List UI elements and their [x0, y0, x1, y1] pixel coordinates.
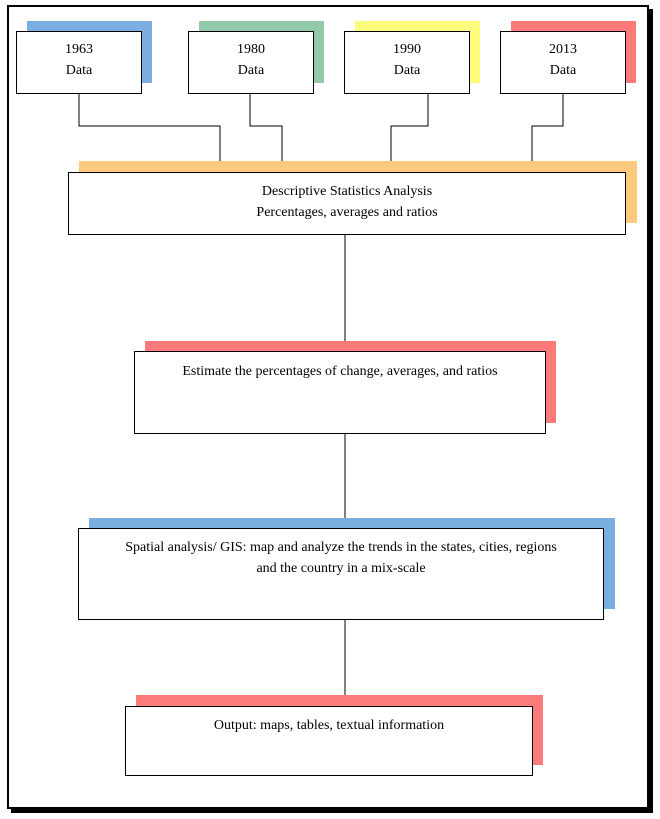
data-box-year: 1963 [65, 42, 93, 57]
connector-1990 [390, 93, 429, 172]
data-box-label: Data [237, 63, 265, 78]
data-box-label: Data [549, 63, 577, 78]
data-box-1963: 1963 Data [16, 31, 142, 94]
data-box-label: Data [393, 63, 421, 78]
connector-1963 [78, 93, 221, 172]
step-estimate-change: Estimate the percentages of change, aver… [134, 351, 546, 434]
step-text-line: Output: maps, tables, textual informatio… [213, 718, 445, 733]
step-spatial-analysis: Spatial analysis/ GIS: map and analyze t… [78, 528, 604, 620]
data-box-year: 2013 [549, 42, 577, 57]
step-output: Output: maps, tables, textual informatio… [125, 706, 533, 776]
step-text-line: Estimate the percentages of change, aver… [182, 364, 498, 379]
step-text-line: and the country in a mix-scale [256, 561, 426, 576]
connector-2013 [531, 93, 564, 172]
data-box-label: Data [65, 63, 93, 78]
step-text-line: Descriptive Statistics Analysis [261, 184, 433, 199]
step-text-line: Percentages, averages and ratios [256, 205, 438, 220]
connector-1980 [249, 93, 283, 172]
diagram-frame [7, 5, 649, 809]
step-descriptive-statistics: Descriptive Statistics Analysis Percenta… [68, 172, 626, 235]
data-box-year: 1980 [237, 42, 265, 57]
data-box-1980: 1980 Data [188, 31, 314, 94]
data-box-1990: 1990 Data [344, 31, 470, 94]
data-box-year: 1990 [393, 42, 421, 57]
data-box-2013: 2013 Data [500, 31, 626, 94]
step-text-line: Spatial analysis/ GIS: map and analyze t… [125, 540, 557, 555]
